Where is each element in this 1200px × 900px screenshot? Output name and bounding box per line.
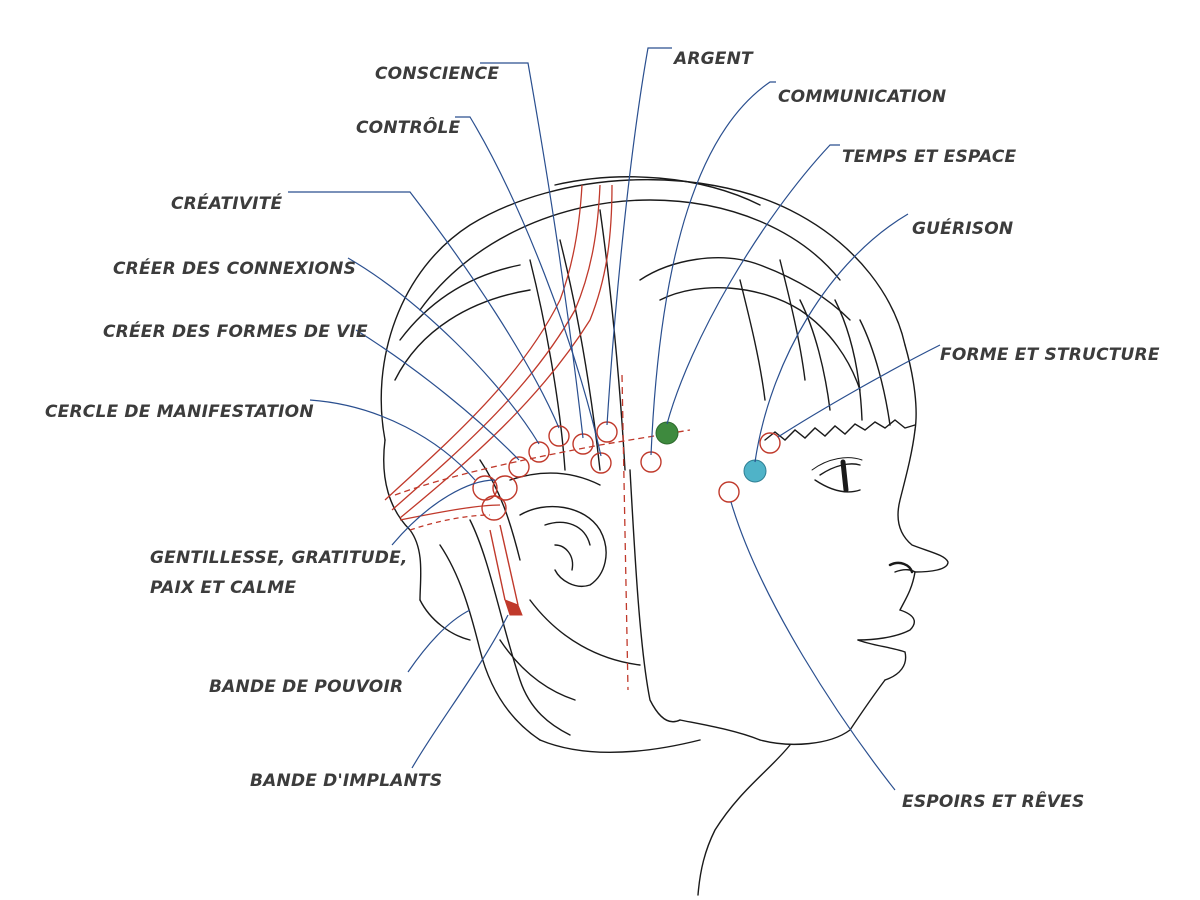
label-guerison: GUÉRISON <box>912 219 1014 239</box>
point-creer-connexions <box>508 456 530 478</box>
red-bands <box>384 184 691 691</box>
point-manifestation-inner <box>590 452 612 474</box>
point-manifestation <box>492 475 518 501</box>
label-controle: CONTRÔLE <box>356 118 461 138</box>
point-forme-structure <box>759 432 781 454</box>
label-bande-implants: BANDE D'IMPLANTS <box>250 771 443 791</box>
label-argent: ARGENT <box>674 49 753 69</box>
point-communication <box>655 421 679 445</box>
head-outline <box>380 176 949 896</box>
label-creativite: CRÉATIVITÉ <box>171 194 283 214</box>
label-communication: COMMUNICATION <box>778 87 947 107</box>
point-temps-espace <box>743 459 767 483</box>
label-conscience: CONSCIENCE <box>375 64 500 84</box>
point-creativite <box>528 441 550 463</box>
label-temps-espace: TEMPS ET ESPACE <box>842 147 1017 167</box>
label-creer-connexions: CRÉER DES CONNEXIONS <box>113 259 357 279</box>
point-conscience <box>548 425 570 447</box>
label-gentillesse-line2: PAIX ET CALME <box>150 578 297 598</box>
point-gentillesse <box>481 495 507 521</box>
leader-lines <box>288 47 941 791</box>
points <box>472 421 781 521</box>
label-creer-formes-vie: CRÉER DES FORMES DE VIE <box>103 322 368 342</box>
implant-band-tip <box>504 599 523 616</box>
label-espoirs-reves: ESPOIRS ET RÊVES <box>902 792 1085 812</box>
label-cercle-manifestation: CERCLE DE MANIFESTATION <box>45 402 314 422</box>
label-gentillesse: GENTILLESSE, GRATITUDE, PAIX ET CALME <box>150 543 408 603</box>
point-espoirs-reves <box>718 481 740 503</box>
label-bande-pouvoir: BANDE DE POUVOIR <box>209 677 404 697</box>
label-forme-structure: FORME ET STRUCTURE <box>940 345 1160 365</box>
label-gentillesse-line1: GENTILLESSE, GRATITUDE, <box>150 548 408 568</box>
